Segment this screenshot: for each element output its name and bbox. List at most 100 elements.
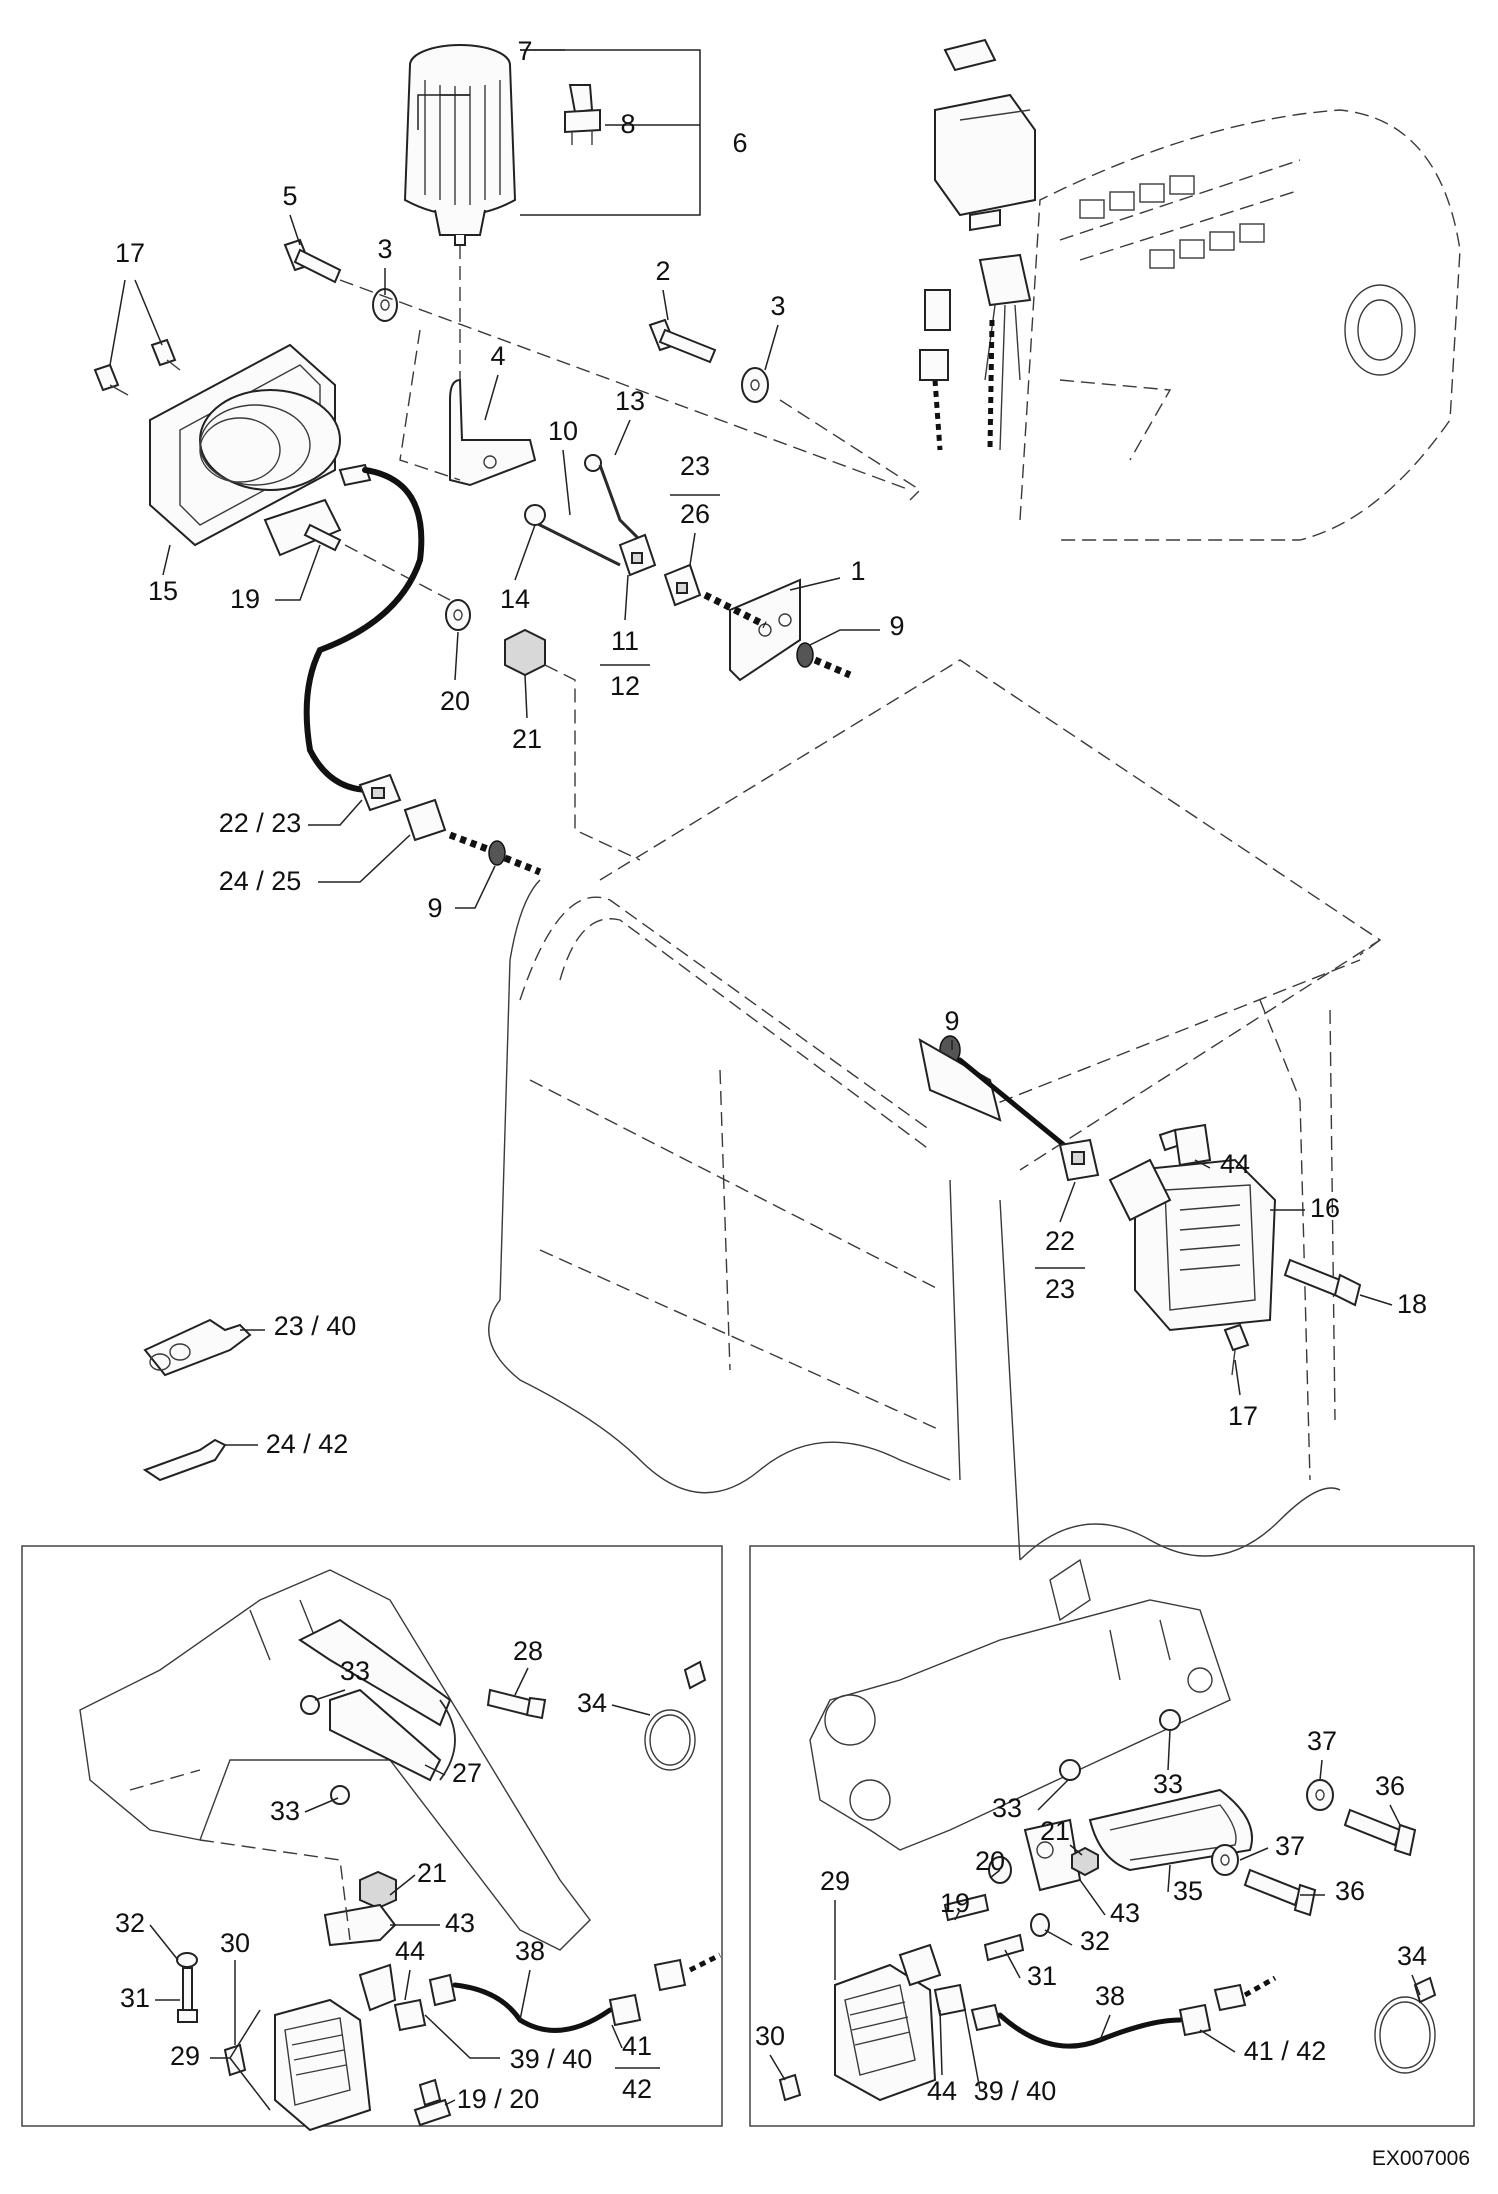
right-inset-callouts: 37 36 33 33 21 37 20 29 35 36 19 43 32 3… [755,1726,1427,2106]
callout-11: 11 [611,626,639,656]
bolt-2 [648,318,717,364]
terminal-23-40 [143,1318,252,1377]
ri-callout-33a: 33 [1153,1769,1183,1799]
connector-22-23-right [1058,1138,1100,1182]
ri-callout-33b: 33 [992,1793,1022,1823]
nut-21 [504,628,546,677]
work-lamp-16 [1108,1128,1277,1332]
bolt-17-right [1223,1323,1250,1376]
li-callout-44: 44 [395,1936,425,1966]
work-light-bracket [729,578,801,682]
ri-callout-29: 29 [820,1866,850,1896]
li-callout-33b: 33 [270,1796,300,1826]
relay-switch [919,38,1036,451]
group-bracket-6 [520,49,701,216]
ri-callout-37a: 37 [1307,1726,1337,1756]
connector-22-23 [358,773,402,812]
ri-callout-44: 44 [927,2076,957,2106]
ground-lead [529,454,642,567]
callout-10: 10 [548,416,578,446]
right-inset-drawing [778,1558,1437,2102]
ri-callout-31: 31 [1027,1961,1057,1991]
bolt-19 [303,523,342,552]
beacon-bulb [564,84,601,145]
li-callout-19-20: 19 / 20 [457,2084,540,2114]
li-callout-33a: 33 [340,1656,370,1686]
callout-17a: 17 [115,238,145,268]
ri-callout-38: 38 [1095,1981,1125,2011]
work-lamp-15 [149,343,372,557]
ri-callout-36a: 36 [1375,1771,1405,1801]
li-callout-27: 27 [452,1758,482,1788]
rotating-beacon [403,44,517,400]
bolt-5 [283,238,342,284]
callout-21: 21 [512,724,542,754]
washer-20 [445,599,471,631]
callout-9a: 9 [889,611,904,641]
callout-16: 16 [1310,1193,1340,1223]
callout-26: 26 [680,499,710,529]
connector-23-26 [663,563,702,607]
li-callout-31: 31 [120,1983,150,2013]
ri-callout-34: 34 [1397,1941,1427,1971]
callout-7: 7 [517,36,532,66]
li-callout-21: 21 [417,1858,447,1888]
ri-callout-35: 35 [1173,1876,1203,1906]
left-inset-callouts: 28 34 33 27 33 21 32 43 30 44 38 31 41 2… [115,1636,652,2114]
grommet-9c [918,1035,1002,1122]
grommet-9a [796,642,814,668]
ri-callout-19: 19 [940,1888,970,1918]
callout-12: 12 [610,671,640,701]
callout-5: 5 [282,181,297,211]
ri-callout-41-42: 41 / 42 [1244,2036,1327,2066]
ri-callout-30: 30 [755,2021,785,2051]
li-callout-28: 28 [513,1636,543,1666]
callout-24-25: 24 / 25 [219,866,302,896]
left-inset-frame [21,1545,723,2127]
callout-9b: 9 [427,893,442,923]
bolt-17-pair [93,338,181,396]
callout-8: 8 [620,109,635,139]
li-callout-38: 38 [515,1936,545,1966]
ri-callout-36b: 36 [1335,1876,1365,1906]
callout-13: 13 [615,386,645,416]
callout-3b: 3 [770,291,785,321]
callout-6: 6 [732,128,747,158]
callout-23a: 23 [680,451,710,481]
control-console [1019,109,1461,541]
ri-callout-32: 32 [1080,1926,1110,1956]
callout-2: 2 [655,256,670,286]
right-inset-leaders [769,1729,1421,2091]
ri-callout-20: 20 [975,1846,1005,1876]
callout-24-42: 24 / 42 [266,1429,349,1459]
callout-19: 19 [230,584,260,614]
callout-1: 1 [850,556,865,586]
drawing-code: EX007006 [1372,2147,1470,2170]
callout-14: 14 [500,584,530,614]
left-inset-drawing [79,1569,722,2132]
callout-23-40: 23 / 40 [274,1311,357,1341]
callout-20: 20 [440,686,470,716]
bolt-18 [1283,1258,1362,1307]
callout-9c: 9 [944,1006,959,1036]
washer-3a [372,288,398,322]
callout-15: 15 [148,576,178,606]
bulb-14 [524,504,546,526]
callout-22-23: 22 / 23 [219,808,302,838]
li-callout-32: 32 [115,1908,145,1938]
li-callout-29: 29 [170,2041,200,2071]
right-inset-frame [749,1545,1475,2127]
li-callout-42: 42 [622,2074,652,2104]
callout-22: 22 [1045,1226,1075,1256]
callout-4: 4 [490,341,505,371]
console-switches [1079,175,1265,269]
ri-callout-21: 21 [1040,1816,1070,1846]
connector-44 [1173,1123,1212,1167]
callout-18: 18 [1397,1289,1427,1319]
callout-17b: 17 [1228,1401,1258,1431]
callout-44: 44 [1220,1149,1250,1179]
washer-3b [741,367,769,403]
ri-callout-43: 43 [1110,1898,1140,1928]
li-callout-34: 34 [577,1688,607,1718]
